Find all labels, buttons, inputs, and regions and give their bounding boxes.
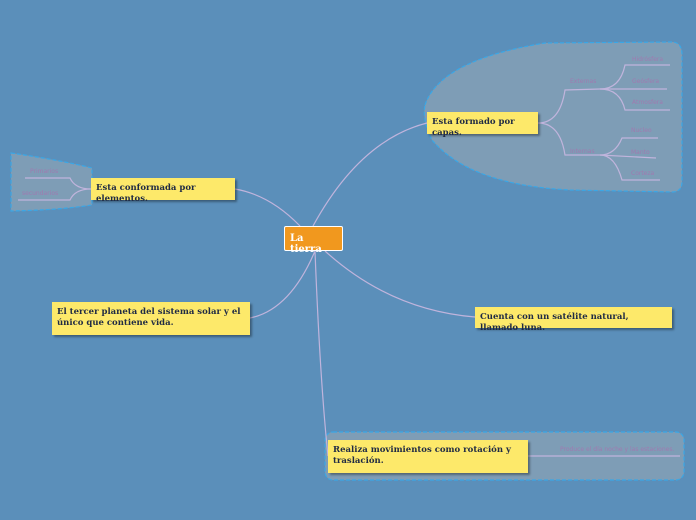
subtopic-nucleo[interactable]: Nucleo xyxy=(631,127,652,134)
subtopic-hidrosfera[interactable]: Hidrósfera xyxy=(632,56,664,63)
subtopic-secundarios[interactable]: secundarios xyxy=(22,190,59,197)
topic-label: Cuenta con un satélite natural, llamado … xyxy=(480,312,629,333)
topic-satelite[interactable]: Cuenta con un satélite natural, llamado … xyxy=(475,307,672,333)
topic-movimientos[interactable]: Realiza movimientos como rotación y tras… xyxy=(328,440,528,473)
subtopic-corteza[interactable]: Corteza xyxy=(631,170,655,177)
topic-elementos[interactable]: Esta conformada por elementos. xyxy=(91,178,235,204)
topic-label: Esta formado por capas. xyxy=(432,117,515,138)
subtopic-atmosfera[interactable]: Atmosfera xyxy=(632,99,663,106)
subtopic-geosfera[interactable]: Geósfera xyxy=(632,78,660,85)
subtopic-manto[interactable]: Manto xyxy=(631,149,650,156)
topic-capas[interactable]: Esta formado por capas. xyxy=(427,112,538,138)
central-topic[interactable]: La tierra xyxy=(284,226,343,255)
subtopic-internas[interactable]: Internas xyxy=(570,148,595,155)
region-elementos xyxy=(10,152,93,212)
subtopic-estaciones[interactable]: Produce el día noche y las estaciones. xyxy=(560,446,675,453)
topic-planeta[interactable]: El tercer planeta del sistema solar y el… xyxy=(52,302,250,335)
subtopic-externas[interactable]: Externas xyxy=(570,78,597,85)
subtopic-primarios[interactable]: Primarios xyxy=(30,168,59,175)
topic-label: El tercer planeta del sistema solar y el… xyxy=(57,307,241,328)
topic-label: Realiza movimientos como rotación y tras… xyxy=(333,445,511,466)
central-topic-label: La tierra xyxy=(290,233,322,255)
topic-label: Esta conformada por elementos. xyxy=(96,183,196,204)
